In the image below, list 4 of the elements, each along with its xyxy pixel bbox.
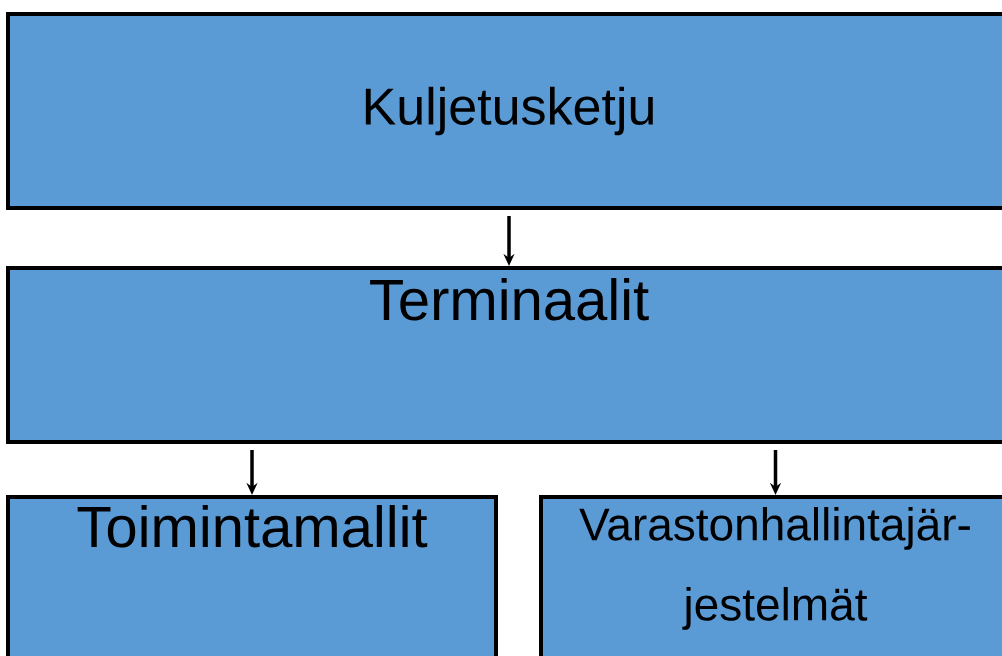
process-box: Terminaalit: [6, 266, 1002, 444]
process-box: Kuljetusketju: [6, 12, 1002, 210]
process-box: Varastonhallintajär- jestelmät: [539, 495, 1002, 656]
process-box: Toimintamallit: [6, 495, 498, 656]
